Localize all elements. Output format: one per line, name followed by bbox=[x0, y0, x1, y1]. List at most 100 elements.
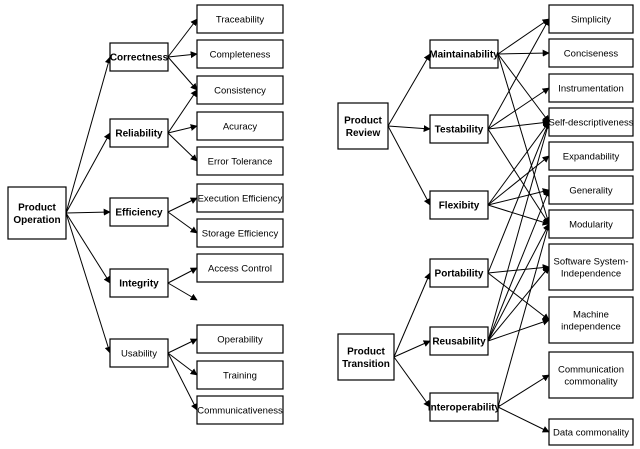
node-acuracy: Acuracy bbox=[196, 111, 284, 141]
node-communicativeness: Communicativeness bbox=[196, 395, 284, 425]
node-label: Simplicity bbox=[571, 14, 611, 25]
node-access: Access Control bbox=[196, 253, 284, 283]
edge-portability-to-selfdesc bbox=[487, 121, 550, 274]
node-label: Communicativeness bbox=[197, 405, 283, 416]
node-box bbox=[196, 75, 284, 105]
node-generality: Generality bbox=[548, 175, 634, 205]
node-conciseness: Conciseness bbox=[548, 38, 634, 68]
node-steff: Storage Efficiency bbox=[196, 218, 284, 248]
node-label: Access Control bbox=[208, 263, 272, 274]
edge-usability-to-operability bbox=[167, 338, 198, 354]
edge-testability-to-simplicity bbox=[487, 18, 550, 130]
edge-op-to-reliability bbox=[65, 132, 111, 214]
node-label: Correctness bbox=[110, 53, 169, 64]
node-swindep: Software System-Independence bbox=[548, 243, 634, 291]
node-box bbox=[109, 42, 169, 72]
edge-integrity-to-access bbox=[167, 267, 198, 284]
edge-transition-to-interoperability bbox=[393, 356, 431, 408]
node-box bbox=[548, 175, 634, 205]
edge-integrity-to-open bbox=[167, 282, 198, 301]
edge-testability-to-selfdesc bbox=[487, 119, 550, 130]
node-modularity: Modularity bbox=[548, 209, 634, 239]
edge-op-to-efficiency bbox=[65, 208, 111, 216]
node-exeff: Execution Efficiency bbox=[196, 183, 284, 213]
edge-review-to-maintainability bbox=[387, 53, 431, 127]
node-box bbox=[429, 114, 489, 144]
node-box bbox=[429, 258, 489, 288]
node-interoperability: Interoperability bbox=[428, 392, 501, 422]
edge-usability-to-training bbox=[167, 352, 198, 376]
node-label: Modularity bbox=[569, 219, 613, 230]
node-box bbox=[548, 4, 634, 34]
node-label: Maintainability bbox=[429, 50, 499, 61]
edge-correctness-to-consistency bbox=[167, 56, 198, 91]
node-box bbox=[196, 146, 284, 176]
node-integrity: Integrity bbox=[109, 268, 169, 298]
node-consistency: Consistency bbox=[196, 75, 284, 105]
node-label: Training bbox=[223, 370, 257, 381]
node-box bbox=[429, 39, 499, 69]
node-label: Instrumentation bbox=[558, 83, 623, 94]
node-box bbox=[548, 296, 634, 344]
edge-op-to-correctness bbox=[65, 56, 112, 214]
node-label: Interoperability bbox=[428, 403, 501, 414]
edge-flexibity-to-selfdesc bbox=[487, 121, 550, 206]
edge-reliability-to-consistency bbox=[167, 89, 198, 134]
node-label: Storage Efficiency bbox=[202, 228, 279, 239]
edge-testability-to-instrumentation bbox=[487, 87, 550, 130]
edge-interoperability-to-datacomm bbox=[497, 406, 550, 433]
edge-reusability-to-selfdesc bbox=[487, 121, 551, 342]
edge-op-to-usability bbox=[65, 212, 112, 354]
node-box bbox=[109, 268, 169, 298]
node-box bbox=[196, 183, 284, 213]
node-box bbox=[337, 333, 395, 381]
node-box bbox=[109, 338, 169, 368]
node-selfdesc: Self-descriptiveness bbox=[548, 107, 634, 137]
node-box bbox=[7, 186, 67, 240]
node-label: Software System-Independence bbox=[554, 256, 629, 279]
node-errtol: Error Tolerance bbox=[196, 146, 284, 176]
node-label: Efficiency bbox=[115, 208, 163, 219]
edge-efficiency-to-steff bbox=[167, 211, 198, 234]
node-box bbox=[548, 209, 634, 239]
edge-reusability-to-generality bbox=[487, 189, 550, 342]
edge-flexibity-to-modularity bbox=[487, 204, 550, 226]
node-box bbox=[196, 324, 284, 354]
edge-correctness-to-completeness bbox=[167, 51, 198, 59]
node-completeness: Completeness bbox=[196, 39, 284, 69]
edge-reusability-to-machindep bbox=[487, 318, 550, 342]
edge-op-to-integrity bbox=[65, 212, 111, 284]
node-box bbox=[429, 392, 499, 422]
node-reliability: Reliability bbox=[109, 118, 169, 148]
node-label: Completeness bbox=[210, 49, 271, 60]
node-box bbox=[196, 4, 284, 34]
edge-portability-to-swindep bbox=[487, 264, 550, 274]
node-box bbox=[548, 38, 634, 68]
node-usability: Usability bbox=[109, 338, 169, 368]
edge-reusability-to-swindep bbox=[487, 266, 550, 342]
edge-interoperability-to-modularity bbox=[497, 223, 551, 408]
node-datacomm: Data commonality bbox=[548, 418, 634, 446]
node-label: Operability bbox=[217, 334, 263, 345]
edge-maintainability-to-selfdesc bbox=[497, 53, 550, 123]
node-box bbox=[196, 111, 284, 141]
node-box bbox=[337, 102, 389, 150]
node-box bbox=[548, 73, 634, 103]
node-label: Acuracy bbox=[223, 121, 258, 132]
node-label: Generality bbox=[569, 185, 613, 196]
node-box bbox=[196, 253, 284, 283]
node-box bbox=[429, 326, 489, 356]
edge-review-to-testability bbox=[387, 125, 431, 133]
node-label: Testability bbox=[435, 125, 484, 136]
edge-maintainability-to-conciseness bbox=[497, 49, 550, 57]
edge-transition-to-reusability bbox=[393, 340, 431, 358]
node-box bbox=[548, 107, 634, 137]
